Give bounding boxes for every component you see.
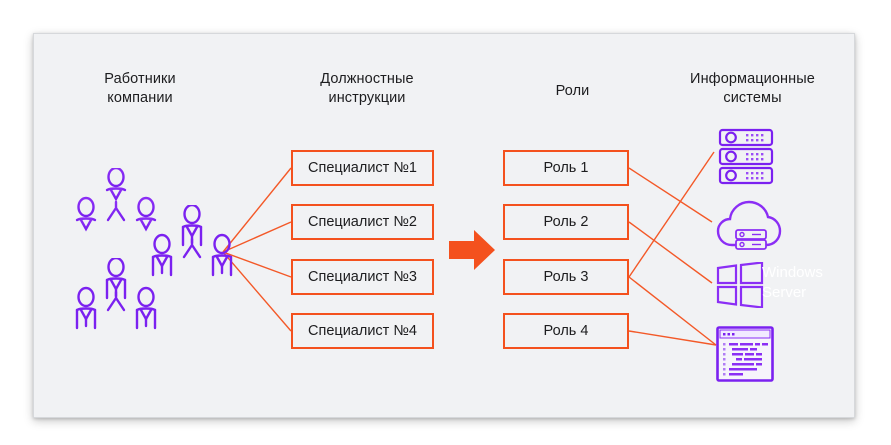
role-box-2[interactable]: Роль 2 [503,204,629,240]
job-box-1[interactable]: Специалист №1 [291,150,434,186]
windows-server-label: Windows Server [762,264,823,301]
job-box-3[interactable]: Специалист №3 [291,259,434,295]
role-box-label: Роль 1 [543,160,589,176]
role-box-label: Роль 4 [543,323,589,339]
employee-group-1 [75,168,157,240]
role-box-3[interactable]: Роль 3 [503,259,629,295]
server-rack-icon [718,128,774,185]
job-box-label: Специалист №2 [308,214,417,230]
role-box-label: Роль 3 [543,269,589,285]
windows-logo-icon [716,262,764,308]
column-heading-employees: Работники компании [104,71,176,106]
job-box-label: Специалист №3 [308,269,417,285]
employee-group-2 [75,258,157,330]
column-heading-job-descriptions: Должностные инструкции [320,71,414,106]
code-window-icon [716,326,774,382]
job-box-2[interactable]: Специалист №2 [291,204,434,240]
role-box-1[interactable]: Роль 1 [503,150,629,186]
job-box-label: Специалист №4 [308,323,417,339]
job-box-label: Специалист №1 [308,160,417,176]
role-box-label: Роль 2 [543,214,589,230]
column-heading-roles: Роли [555,83,590,99]
role-box-4[interactable]: Роль 4 [503,313,629,349]
job-box-4[interactable]: Специалист №4 [291,313,434,349]
column-heading-information-systems: Информационные системы [690,71,815,106]
employee-group-3 [151,205,233,277]
cloud-server-icon [716,200,782,250]
right-arrow-icon [449,230,495,270]
